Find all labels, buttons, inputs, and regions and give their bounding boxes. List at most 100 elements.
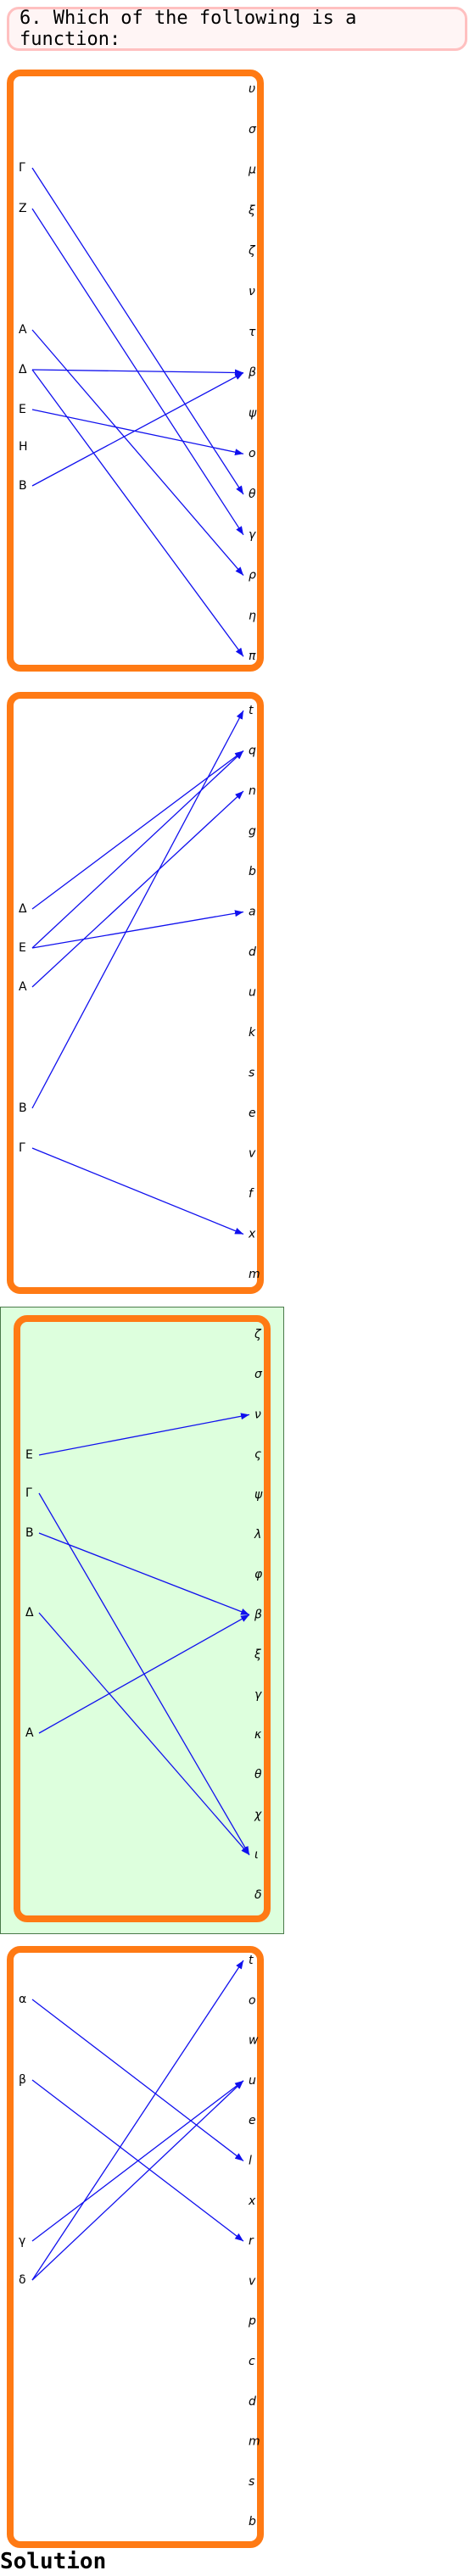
codomain-element: t <box>249 704 254 717</box>
codomain-element: σ <box>249 123 257 137</box>
domain-element: E <box>25 1448 33 1462</box>
codomain-element: χ <box>254 1808 262 1821</box>
codomain-element: κ <box>254 1728 262 1742</box>
domain-element: Δ <box>19 363 27 376</box>
domain-element: Δ <box>25 1606 34 1620</box>
codomain-element: λ <box>254 1528 261 1542</box>
domain-element: A <box>19 323 27 337</box>
codomain-element: c <box>249 2355 255 2368</box>
mapping-arrow <box>31 750 244 949</box>
codomain-element: ι <box>254 1848 259 1862</box>
codomain-element: ρ <box>249 569 256 583</box>
mapping-option-3[interactable] <box>14 1315 271 1922</box>
domain-element: A <box>19 980 27 994</box>
codomain-element: d <box>249 945 256 959</box>
codomain-element: u <box>249 2074 256 2088</box>
codomain-element: e <box>249 2114 256 2127</box>
domain-element: B <box>25 1526 34 1540</box>
mapping-arrow <box>31 369 244 657</box>
codomain-element: ξ <box>254 1648 261 1662</box>
mapping-arrow <box>31 910 244 949</box>
mapping-arrow <box>31 409 244 456</box>
domain-element: Z <box>19 202 27 215</box>
domain-element: Γ <box>25 1486 32 1500</box>
codomain-element: ξ <box>248 204 255 217</box>
codomain-element: b <box>249 865 256 878</box>
codomain-element: δ <box>254 1888 262 1902</box>
correct-answer-highlight <box>0 1307 284 1934</box>
codomain-element: p <box>248 2315 256 2328</box>
codomain-element: s <box>249 2475 254 2489</box>
codomain-element: e <box>249 1107 256 1120</box>
codomain-element: ν <box>249 285 255 298</box>
mapping-arrow <box>31 2080 244 2281</box>
mapping-arrow <box>31 329 244 577</box>
codomain-element: k <box>249 1026 256 1040</box>
mapping-arrow <box>31 2080 244 2242</box>
mapping-arrow <box>31 710 244 1109</box>
codomain-element: τ <box>249 326 256 339</box>
domain-element: α <box>19 1993 26 2006</box>
codomain-element: β <box>254 1608 262 1621</box>
mapping-arrow <box>31 790 244 988</box>
codomain-element: l <box>249 2155 252 2168</box>
domain-element: A <box>25 1726 34 1740</box>
codomain-element: ν <box>254 1408 261 1421</box>
codomain-element: ζ <box>248 244 256 258</box>
codomain-element: γ <box>254 1688 262 1702</box>
codomain-element: m <box>249 2435 260 2449</box>
mapping-arrow <box>31 369 244 376</box>
codomain-element: b <box>249 2515 256 2529</box>
domain-element: Γ <box>19 1141 25 1155</box>
codomain-element: θ <box>254 1768 262 1781</box>
domain-element: E <box>19 941 26 955</box>
codomain-element: β <box>248 366 256 380</box>
domain-element: B <box>19 479 27 493</box>
codomain-element: φ <box>254 1568 263 1581</box>
domain-element: B <box>19 1101 27 1115</box>
codomain-element: σ <box>254 1368 263 1381</box>
domain-element: δ <box>19 2273 26 2287</box>
codomain-element: r <box>249 2234 254 2248</box>
mapping-arrow <box>38 1612 250 1856</box>
codomain-element: s <box>249 1067 254 1080</box>
codomain-element: ψ <box>254 1488 263 1502</box>
domain-element: Δ <box>19 902 27 916</box>
mapping-arrow <box>31 372 244 487</box>
codomain-element: η <box>249 609 256 622</box>
mapping-arrow <box>31 167 244 495</box>
codomain-element: g <box>249 825 256 839</box>
codomain-element: x <box>248 1228 256 1241</box>
codomain-element: θ <box>249 488 256 501</box>
codomain-element: v <box>249 2274 256 2288</box>
codomain-element: a <box>249 906 256 919</box>
codomain-element: t <box>249 1954 254 1967</box>
domain-element: β <box>19 2073 26 2087</box>
mapping-arrow <box>38 1413 250 1456</box>
codomain-element: f <box>249 1187 254 1201</box>
mapping-option-4[interactable] <box>7 1946 264 2548</box>
domain-element: E <box>19 403 26 416</box>
codomain-element: o <box>249 1993 256 2007</box>
codomain-element: d <box>249 2395 256 2408</box>
question-text: 6. Which of the following is a function: <box>7 7 467 51</box>
mapping-option-2[interactable] <box>7 692 264 1294</box>
domain-element: Γ <box>19 161 25 175</box>
codomain-element: m <box>249 1268 260 1281</box>
mapping-arrow <box>31 1960 244 2281</box>
mapping-arrow <box>31 1147 244 1235</box>
codomain-element: v <box>249 1147 256 1161</box>
mapping-arrow <box>38 1614 250 1734</box>
codomain-element: γ <box>249 528 256 542</box>
solution-heading: Solution <box>0 2549 107 2574</box>
mapping-option-1[interactable] <box>7 70 264 672</box>
codomain-element: ψ <box>249 406 257 420</box>
codomain-element: μ <box>248 164 256 177</box>
codomain-element: υ <box>249 82 255 96</box>
mapping-arrow <box>31 1999 244 2162</box>
mapping-arrow <box>38 1532 250 1616</box>
codomain-element: q <box>249 744 256 758</box>
codomain-element: x <box>248 2194 256 2208</box>
